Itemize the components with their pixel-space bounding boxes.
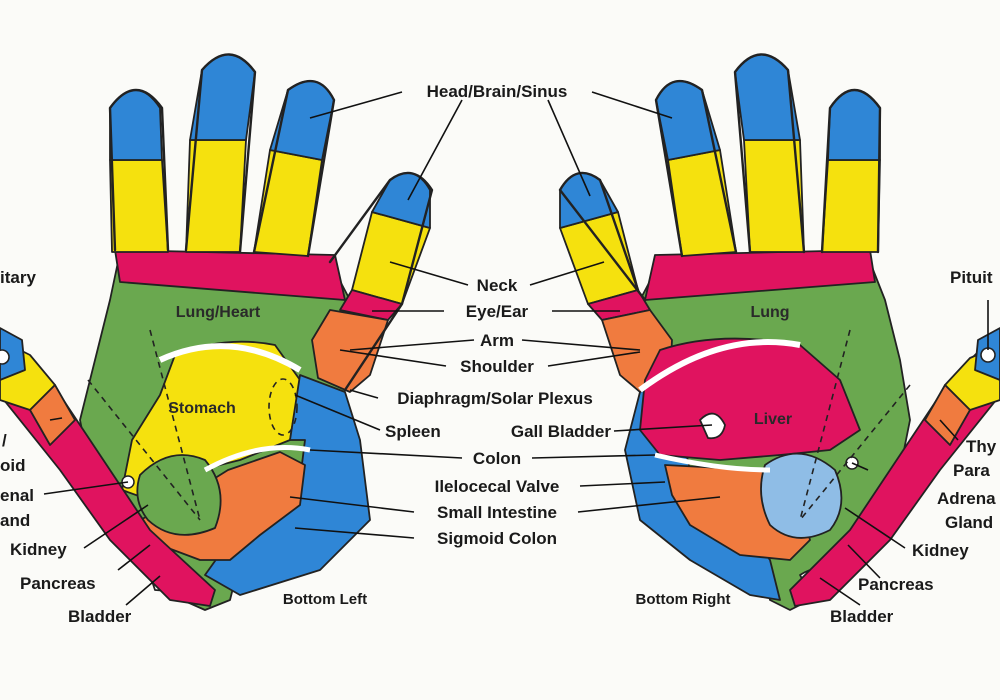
label-shoulder: Shoulder <box>460 357 534 376</box>
label-small-intestine: Small Intestine <box>437 503 557 522</box>
label-sigmoid-colon: Sigmoid Colon <box>437 529 557 548</box>
left-label-bladder: Bladder <box>68 607 132 626</box>
left-thumb-orange <box>29 384 76 446</box>
left-label-pituitary: itary <box>0 268 36 287</box>
left-label-adrenal-bottom: and <box>0 511 30 530</box>
right-kidney-zone <box>760 452 843 539</box>
label-neck: Neck <box>477 276 518 295</box>
right-dashed-guide-1 <box>799 384 911 521</box>
left-label-kidney: Kidney <box>10 540 67 559</box>
right-diaphragm-line <box>638 339 801 393</box>
label-bottom-right: Bottom Right <box>636 591 731 608</box>
right-hand-outline <box>558 53 882 302</box>
left-label-thyroid-bottom: oid <box>0 456 26 475</box>
left-label-adrenal-top: enal <box>0 486 34 505</box>
label-ileocecal-valve: Ilelocecal Valve <box>435 477 560 496</box>
label-colon: Colon <box>473 449 521 468</box>
left-thumb-tip <box>0 327 26 381</box>
right-label-kidney: Kidney <box>912 541 969 560</box>
left-label-lung-heart: Lung/Heart <box>176 304 261 321</box>
label-head-brain-sinus: Head/Brain/Sinus <box>427 82 568 101</box>
right-label-thyroid-top: Thy <box>966 437 997 456</box>
left-dashed-guide-1 <box>87 379 201 521</box>
right-gall-bladder <box>699 412 726 440</box>
left-index-base <box>351 211 431 305</box>
left-pinky-base <box>109 159 169 253</box>
right-pinky-base <box>821 159 881 253</box>
left-label-stomach: Stomach <box>168 400 236 417</box>
left-hand <box>0 53 434 611</box>
right-label-adrenal-bottom: Gland <box>945 513 993 532</box>
left-label-thyroid-top: / <box>2 431 7 450</box>
right-thumb-orange <box>924 384 971 446</box>
right-label-pituitary: Pituit <box>950 268 993 287</box>
label-gall-bladder: Gall Bladder <box>511 422 612 441</box>
left-colon-line <box>203 445 311 473</box>
left-label-pancreas: Pancreas <box>20 574 96 593</box>
left-diaphragm-line <box>158 343 302 373</box>
center-labels: Head/Brain/Sinus Neck Eye/Ear Arm Should… <box>283 82 731 608</box>
label-eye-ear: Eye/Ear <box>466 302 529 321</box>
left-spleen-oval <box>268 378 298 436</box>
right-label-bladder: Bladder <box>830 607 894 626</box>
label-spleen: Spleen <box>385 422 441 441</box>
right-middle-tip <box>655 80 721 161</box>
right-label-thyroid-bottom: Para <box>953 461 990 480</box>
leader-lines <box>43 91 989 606</box>
left-pituitary-dot <box>0 349 10 365</box>
right-pituitary-dot <box>980 347 996 363</box>
left-hand-outline <box>108 53 434 392</box>
right-label-lung: Lung <box>750 304 789 321</box>
right-label-adrenal-top: Adrena <box>937 489 996 508</box>
right-label-pancreas: Pancreas <box>858 575 934 594</box>
right-colon-line <box>654 452 771 473</box>
label-diaphragm: Diaphragm/Solar Plexus <box>397 389 593 408</box>
label-bottom-left: Bottom Left <box>283 591 367 608</box>
left-hand-labels: Lung/Heart Stomach itary / oid enal and … <box>0 268 261 626</box>
right-label-liver: Liver <box>754 411 792 428</box>
right-hand-labels: Lung Liver Pituit Thy Para Adrena Gland … <box>750 268 996 626</box>
left-middle-tip <box>269 80 335 161</box>
right-hand <box>558 53 1000 611</box>
label-arm: Arm <box>480 331 514 350</box>
